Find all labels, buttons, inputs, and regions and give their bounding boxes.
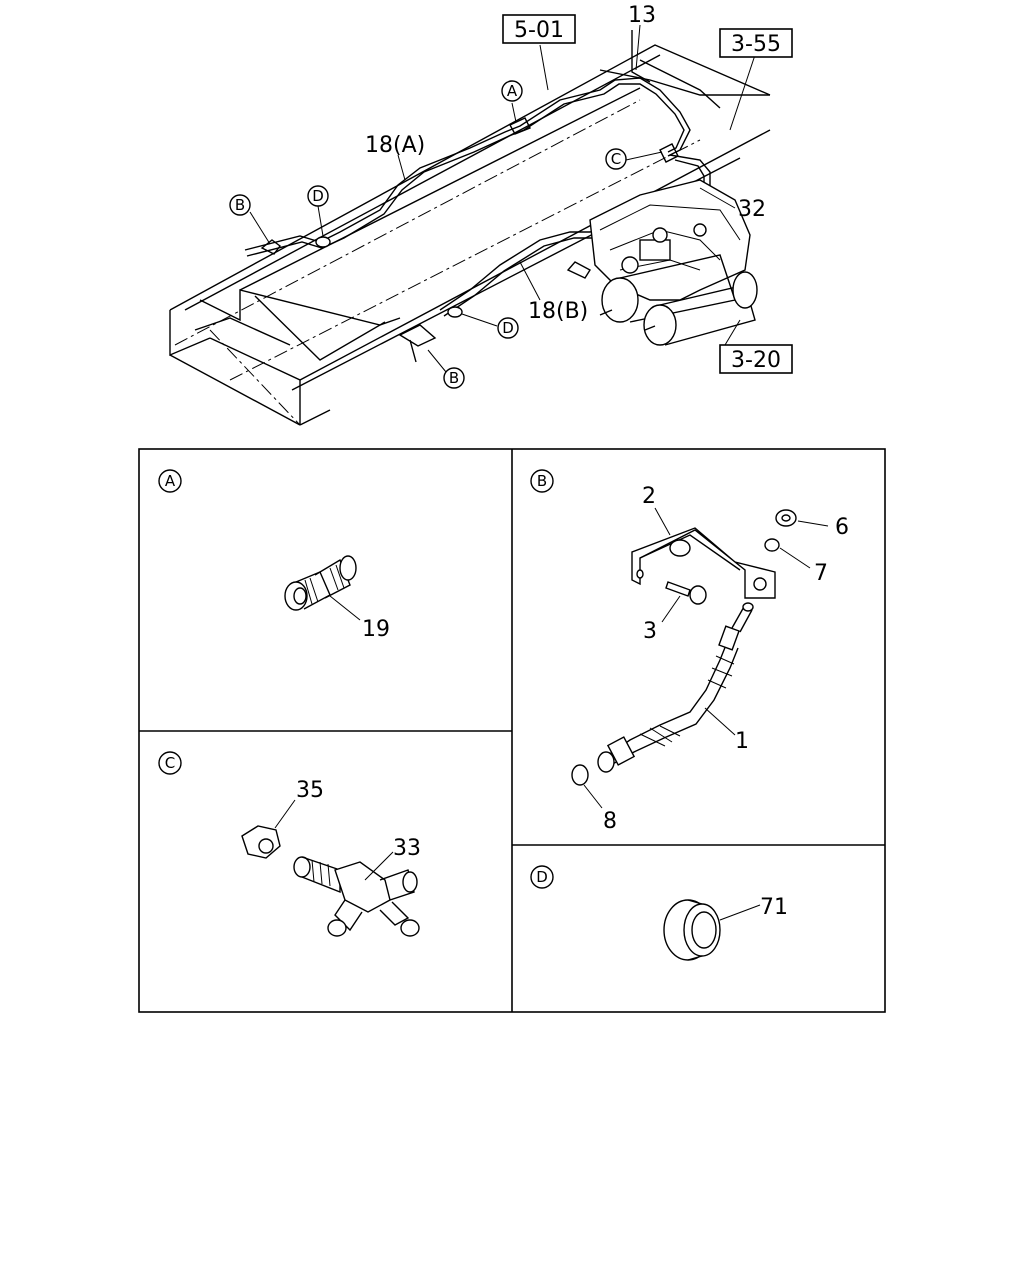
ref-box-3-55[interactable]: 3-55 [719, 28, 793, 58]
callout-8: 8 [603, 809, 617, 834]
marker-c-top: C [605, 148, 627, 170]
callout-3: 3 [643, 619, 657, 644]
panel-b: B 2 6 7 3 [530, 469, 849, 834]
union-fitting-19[interactable] [284, 555, 357, 611]
cross-fitting-33[interactable] [293, 856, 420, 937]
detail-grid [138, 448, 886, 1013]
nut-35[interactable] [241, 825, 281, 859]
bolt-3[interactable] [665, 581, 707, 605]
panel-d-letter: D [536, 868, 548, 886]
panel-c: C 35 33 [158, 751, 421, 937]
marker-a-top: A [501, 80, 523, 102]
marker-b-top-bottom: B [443, 367, 465, 389]
callout-71: 71 [760, 895, 788, 920]
marker-letter: A [507, 82, 518, 100]
callout-33: 33 [393, 836, 421, 861]
callout-19: 19 [362, 617, 390, 642]
clip-details [260, 117, 679, 363]
marker-letter: B [449, 369, 459, 387]
marker-d-top-right: D [497, 317, 519, 339]
marker-b-top-left: B [229, 194, 251, 216]
hose-1[interactable] [597, 602, 754, 773]
valve-assembly [589, 179, 758, 346]
ref-box-5-01[interactable]: 5-01 [502, 14, 576, 44]
callout-13: 13 [628, 3, 656, 28]
callout-1: 1 [735, 729, 749, 754]
brake-pipe-13 [631, 30, 711, 193]
callout-18a: 18(A) [365, 133, 425, 158]
callout-18b: 18(B) [528, 299, 588, 324]
ref-box-label: 3-20 [731, 348, 781, 373]
panel-b-letter: B [537, 472, 547, 490]
callout-7: 7 [814, 561, 828, 586]
nut-6[interactable] [775, 509, 797, 527]
callout-6: 6 [835, 515, 849, 540]
panel-d: D 71 [530, 865, 788, 961]
marker-letter: B [235, 196, 245, 214]
o-ring-8[interactable] [571, 764, 589, 786]
marker-letter: C [611, 150, 621, 168]
leaders-top [249, 24, 756, 373]
callout-32: 32 [738, 197, 766, 222]
marker-d-top-left: D [307, 185, 329, 207]
marker-letter: D [312, 187, 324, 205]
callout-2: 2 [642, 484, 656, 509]
panel-c-letter: C [165, 754, 175, 772]
ref-box-label: 3-55 [731, 32, 781, 57]
panel-a: A 19 [158, 469, 390, 642]
ref-box-label: 5-01 [514, 18, 564, 43]
ref-box-3-20[interactable]: 3-20 [719, 344, 793, 374]
bracket-2[interactable] [631, 527, 776, 599]
callout-35: 35 [296, 778, 324, 803]
chassis-frame [169, 44, 771, 426]
marker-letter: D [502, 319, 514, 337]
washer-7[interactable] [764, 538, 780, 552]
panel-a-letter: A [165, 472, 176, 490]
grommet-71[interactable] [663, 899, 721, 961]
